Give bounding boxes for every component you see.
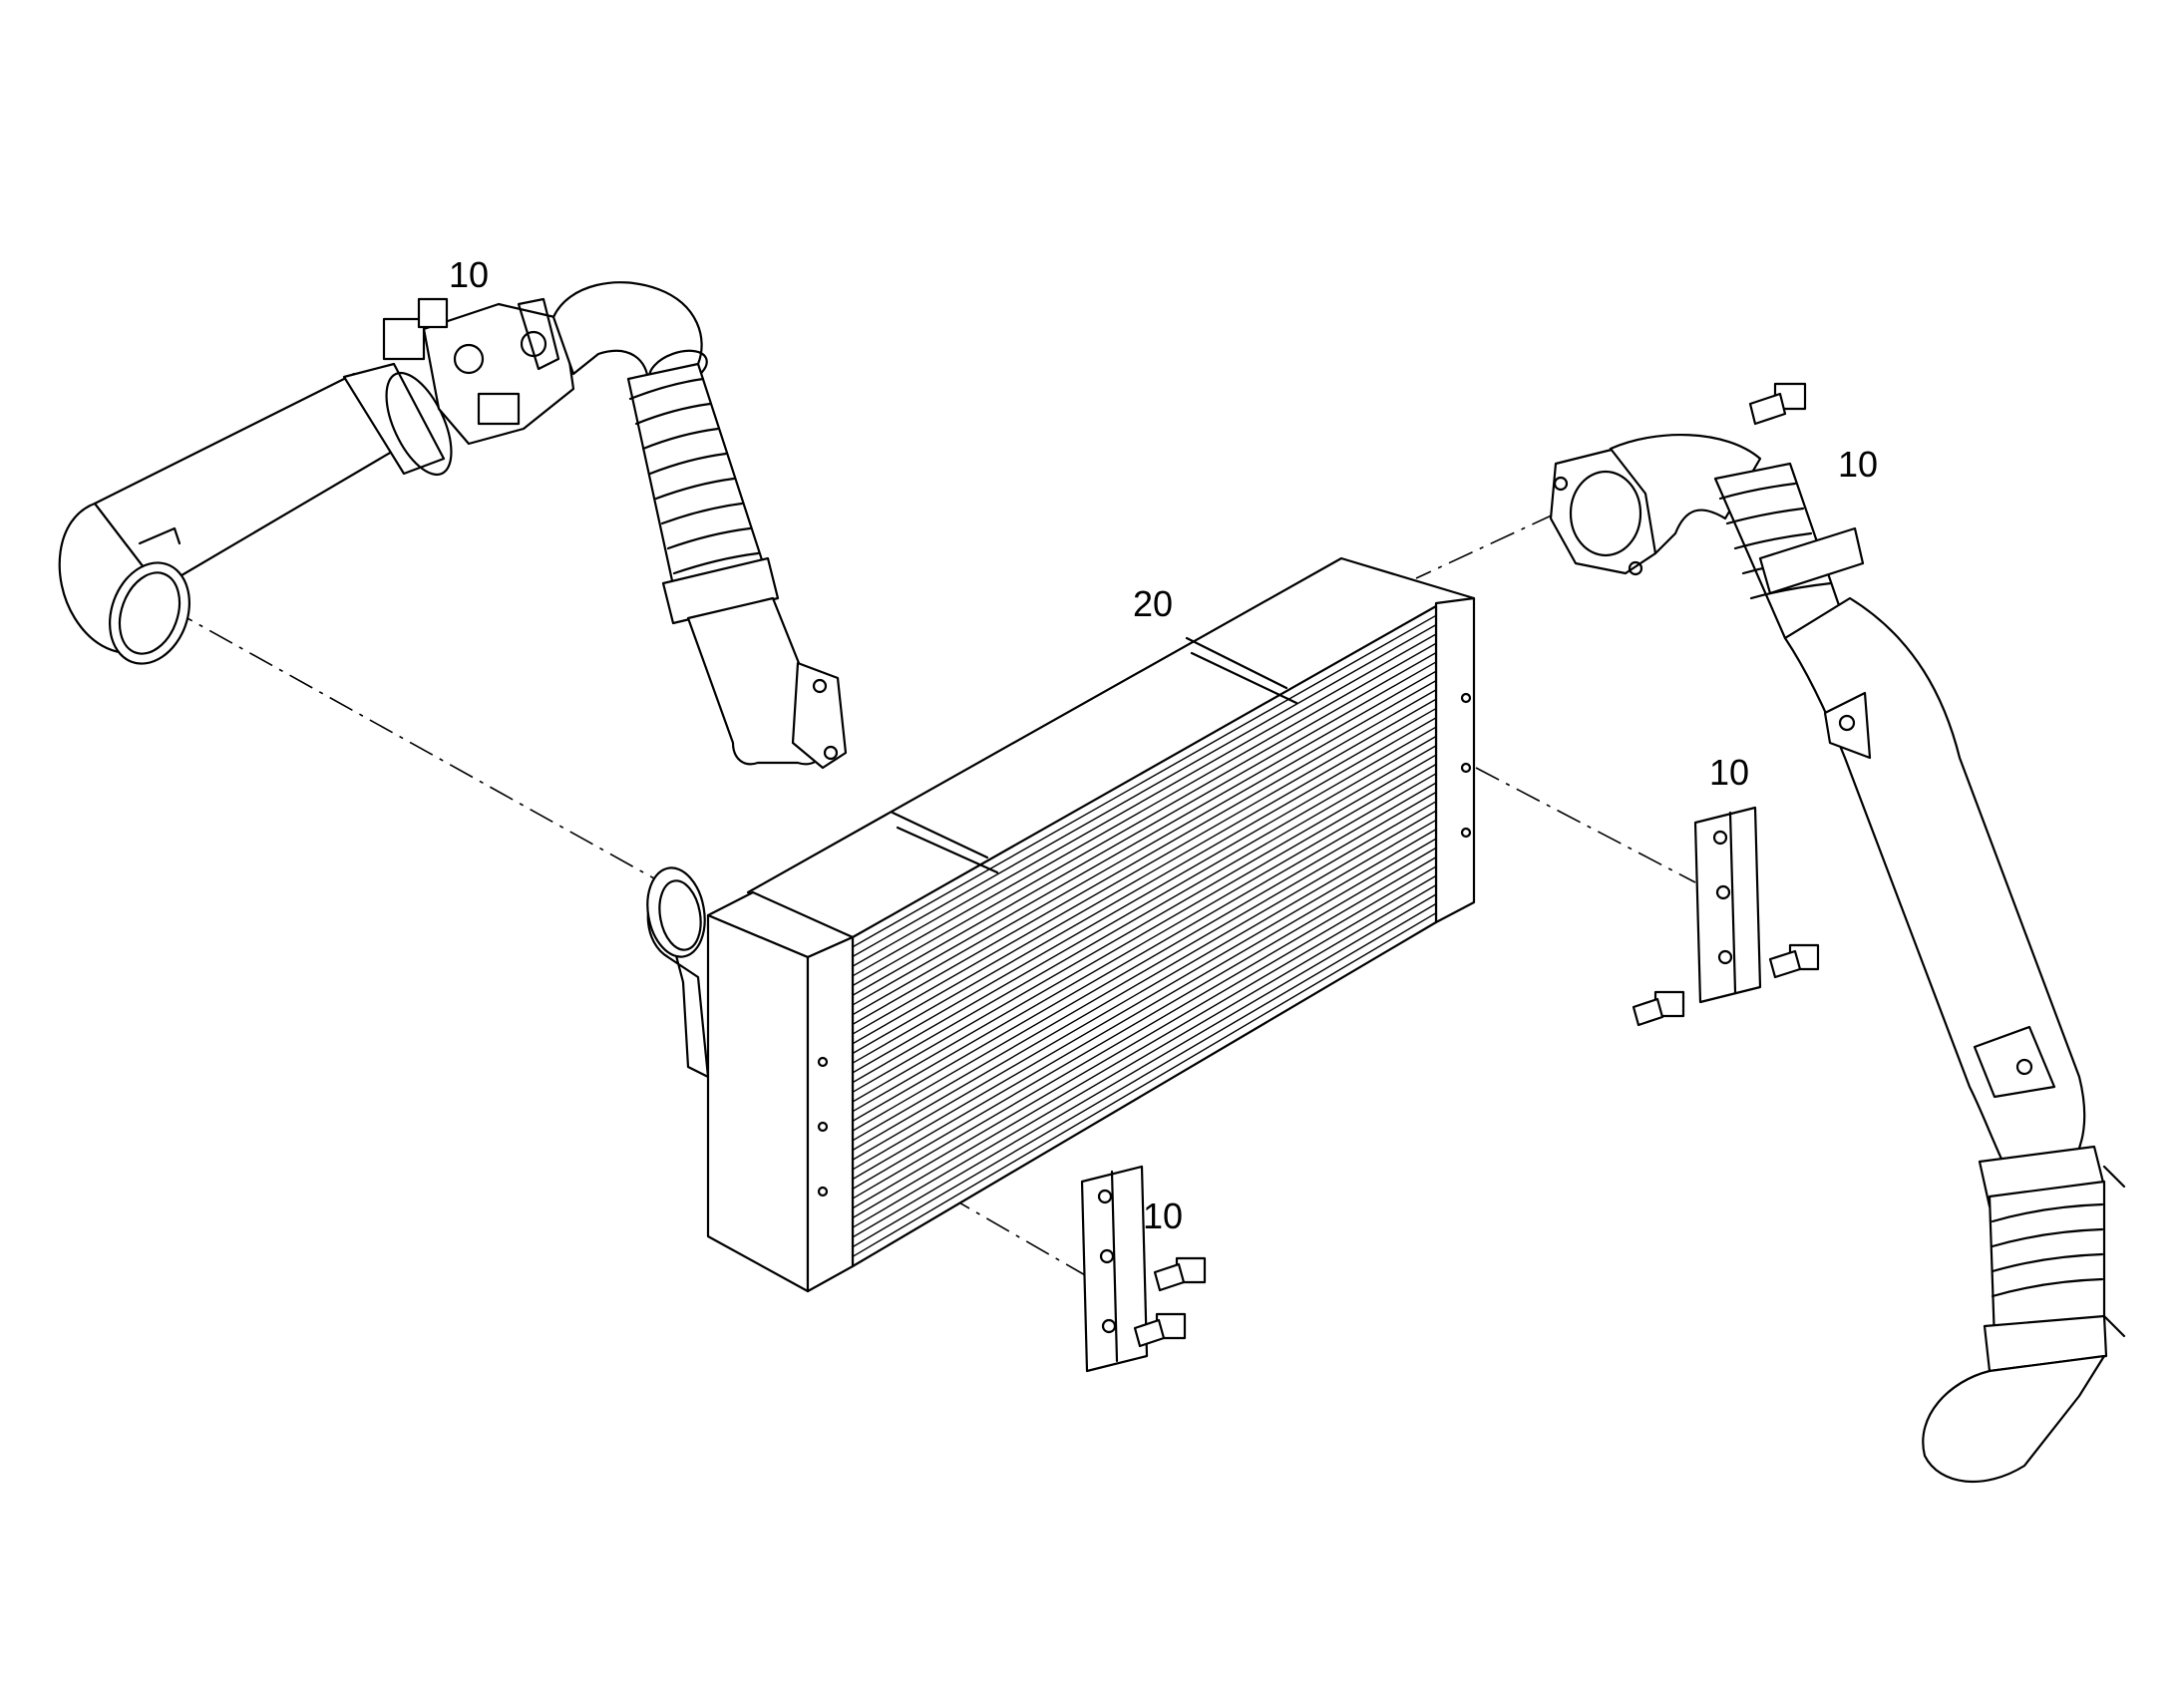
fin-line	[852, 633, 1437, 967]
fin-line	[852, 698, 1437, 1035]
fin-line	[852, 884, 1437, 1228]
fin-line	[852, 819, 1437, 1161]
bolts-right-bracket	[1632, 943, 1820, 1027]
fin-line	[852, 754, 1437, 1093]
callout-bracket-lower: 10	[1143, 1196, 1184, 1236]
fin-line	[852, 838, 1437, 1181]
fin-line	[852, 661, 1437, 996]
bolts-lower-bracket	[1133, 1256, 1207, 1348]
fin-line	[852, 865, 1437, 1209]
fin-line	[852, 874, 1437, 1219]
right-mounting-bracket	[1693, 806, 1762, 1004]
fin-line	[852, 893, 1437, 1238]
callout-hose-upper-left: 10	[449, 254, 490, 295]
fin-line	[852, 902, 1437, 1248]
upper-right-charge-air-hose	[1549, 433, 2126, 1484]
fin-line	[852, 782, 1437, 1123]
fin-line	[852, 652, 1437, 987]
fin-line	[852, 912, 1437, 1257]
intercooler-fins	[852, 614, 1437, 1257]
lower-mounting-bracket	[1080, 1165, 1149, 1373]
fin-line	[852, 735, 1437, 1074]
fin-line	[852, 670, 1437, 1006]
fin-line	[852, 829, 1437, 1171]
fin-line	[852, 624, 1437, 958]
fin-line	[852, 689, 1437, 1025]
fin-line	[852, 810, 1437, 1152]
fin-line	[852, 847, 1437, 1190]
callout-intercooler: 20	[1133, 583, 1174, 624]
upper-left-charge-air-hose	[58, 281, 848, 770]
callout-hose-upper-right: 10	[1838, 444, 1879, 485]
fin-line	[852, 791, 1437, 1132]
bolts-top-right	[1748, 382, 1807, 426]
fin-line	[852, 773, 1437, 1113]
intercooler-core	[646, 556, 1476, 1293]
fin-line	[852, 763, 1437, 1103]
fin-line	[852, 679, 1437, 1016]
fin-line	[852, 717, 1437, 1055]
fin-line	[852, 801, 1437, 1142]
fin-line	[852, 745, 1437, 1084]
fin-line	[852, 856, 1437, 1199]
fin-line	[852, 642, 1437, 977]
fin-line	[852, 726, 1437, 1064]
fin-line	[852, 614, 1437, 948]
callout-bracket-right: 10	[1709, 752, 1750, 793]
fin-line	[852, 707, 1437, 1045]
